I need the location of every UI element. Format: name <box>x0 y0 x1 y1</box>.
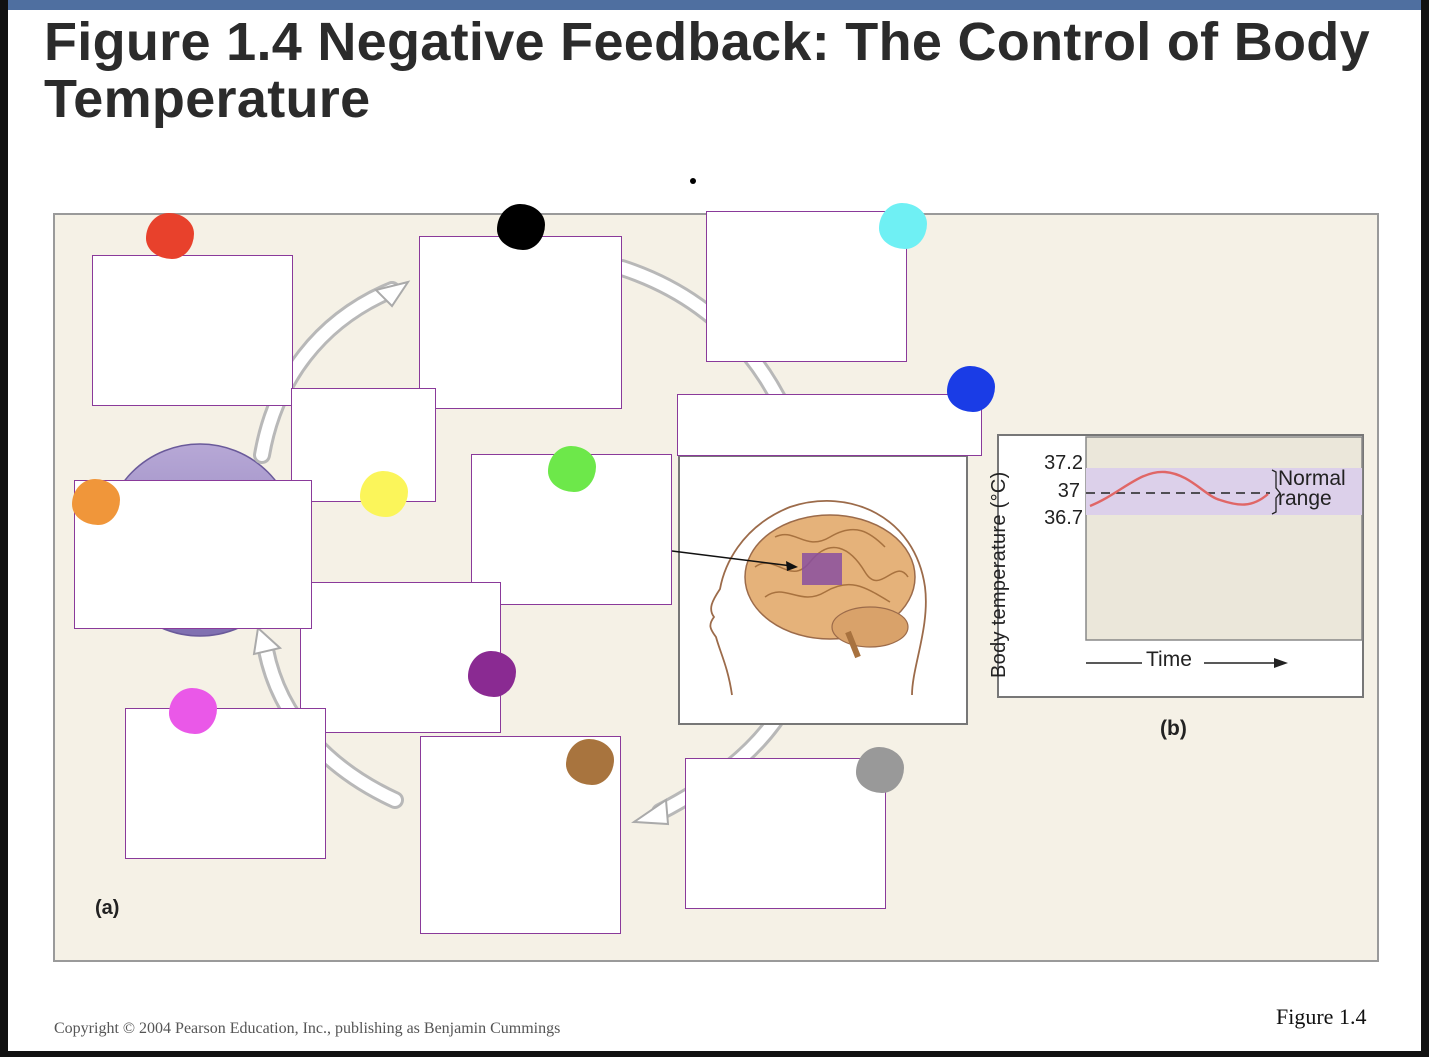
gray-marker[interactable] <box>856 747 904 793</box>
y-axis-label: Body temperature (°C) <box>988 471 1010 678</box>
window-frame-right <box>1421 0 1429 1057</box>
panel-a-label: (a) <box>95 897 120 919</box>
cyan-marker[interactable] <box>879 203 927 249</box>
figure-title: Figure 1.4 Negative Feedback: The Contro… <box>44 12 1370 129</box>
blue-marker[interactable] <box>947 366 995 412</box>
normal-range-label-line2: range <box>1278 487 1332 510</box>
green-marker[interactable] <box>548 446 596 492</box>
black-marker[interactable] <box>497 204 545 250</box>
red-marker[interactable] <box>146 213 194 259</box>
label-box-11[interactable] <box>685 758 886 909</box>
y-tick-37-2: 37.2 <box>1044 452 1083 474</box>
normal-range-label-line1: Normal <box>1278 467 1346 490</box>
orange-marker[interactable] <box>72 479 120 525</box>
y-tick-37: 37 <box>1057 480 1080 502</box>
window-frame-left <box>0 0 8 1057</box>
yellow-marker[interactable] <box>360 471 408 517</box>
stray-dot <box>690 178 696 184</box>
brown-marker[interactable] <box>566 739 614 785</box>
slide-top-bar <box>8 0 1421 10</box>
label-box-4[interactable] <box>677 394 982 456</box>
label-box-9[interactable] <box>125 708 326 859</box>
window-frame-bottom <box>0 1051 1429 1057</box>
x-axis-label: Time <box>1146 648 1192 671</box>
label-box-5[interactable] <box>291 388 436 502</box>
copyright-notice: Copyright © 2004 Pearson Education, Inc.… <box>54 1020 561 1037</box>
pink-marker[interactable] <box>169 688 217 734</box>
figure-caption: Figure 1.4 <box>1276 1004 1367 1029</box>
label-box-2[interactable] <box>419 236 622 409</box>
head-brain-illustration <box>709 500 927 696</box>
label-box-7[interactable] <box>300 582 501 733</box>
normal-range-label: Normal range <box>1278 467 1346 510</box>
hypothalamus-highlight <box>802 553 842 585</box>
label-box-1[interactable] <box>92 255 293 406</box>
y-tick-36-7: 36.7 <box>1044 507 1083 529</box>
head-outline <box>709 500 927 696</box>
brain-panel <box>678 455 968 725</box>
purple-marker[interactable] <box>468 651 516 697</box>
panel-b-label: (b) <box>1160 717 1187 740</box>
label-box-3[interactable] <box>706 211 907 362</box>
brain-cerebellum <box>831 606 909 648</box>
